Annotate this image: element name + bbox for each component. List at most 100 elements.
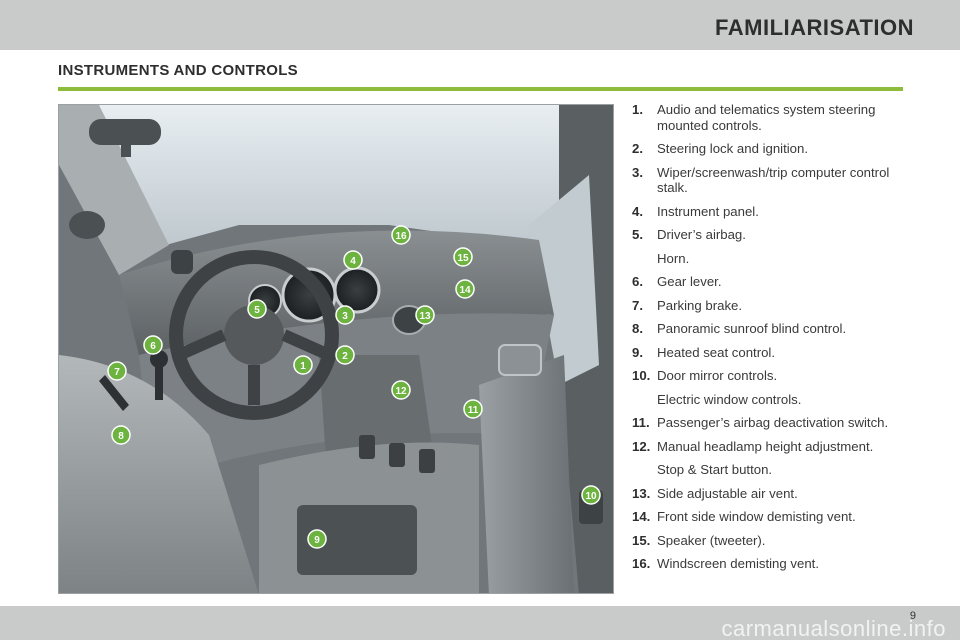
legend-item: 8. Panoramic sunroof blind control. (632, 321, 907, 337)
legend-number: 13. (632, 485, 651, 501)
legend-number: 2. (632, 141, 643, 156)
svg-text:12: 12 (395, 386, 407, 397)
legend-text: Windscreen demisting vent. (657, 556, 819, 571)
rear-view-mirror (89, 119, 161, 145)
legend-item: 6. Gear lever. (632, 274, 907, 290)
legend-subitem: Electric window controls. (657, 391, 802, 407)
pedal (359, 435, 375, 459)
dashboard-drawing: 1 2 3 4 5 6 7 8 9 10 11 12 13 14 15 16 (59, 105, 613, 593)
legend-number: 1. (632, 102, 643, 117)
marker-3: 3 (335, 305, 355, 325)
steering-hub (224, 305, 284, 365)
floor-mat (297, 505, 417, 575)
door-handle (498, 344, 542, 376)
legend-number: 10. (632, 368, 651, 383)
rev-counter-dial (333, 266, 381, 314)
legend-number: 5. (632, 227, 643, 242)
legend-text: Side adjustable air vent. (657, 485, 798, 501)
driver-seat (59, 355, 259, 593)
marker-2: 2 (335, 345, 355, 365)
parking-brake (99, 375, 129, 411)
legend-item: 14. Front side window demisting vent. (632, 509, 907, 525)
marker-16: 16 (391, 225, 411, 245)
legend-item: 4. Instrument panel. (632, 204, 907, 220)
svg-text:4: 4 (350, 256, 356, 267)
dashboard-illustration: 1 2 3 4 5 6 7 8 9 10 11 12 13 14 15 16 (58, 104, 614, 594)
side-mirror (69, 211, 105, 239)
svg-text:3: 3 (342, 311, 348, 322)
marker-12: 12 (391, 380, 411, 400)
svg-text:8: 8 (118, 431, 124, 442)
svg-text:16: 16 (395, 231, 407, 242)
legend-text: Passenger’s airbag deactivation switch. (657, 415, 889, 430)
legend-text: Heated seat control. (657, 344, 776, 360)
legend-text: Driver’s airbag. (657, 227, 746, 242)
legend-number: 7. (632, 297, 643, 313)
legend-text: Audio and telematics system steering mou… (657, 102, 876, 133)
marker-11: 11 (463, 399, 483, 419)
watermark[interactable]: carmanualsonline.info (721, 616, 946, 640)
legend-text: Front side window demisting vent. (657, 509, 856, 524)
legend-number: 15. (632, 532, 651, 548)
legend-item: 11. Passenger’s airbag deactivation switc… (632, 415, 907, 431)
callout-markers: 1 2 3 4 5 6 7 8 9 10 11 12 13 14 15 16 (107, 225, 601, 549)
svg-text:7: 7 (114, 367, 120, 378)
legend-text: Wiper/screenwash/trip computer control s… (657, 164, 890, 196)
legend-number: 16. (632, 556, 651, 571)
svg-text:13: 13 (419, 311, 431, 322)
svg-text:10: 10 (585, 491, 597, 502)
legend-subitem: Stop & Start button. (657, 462, 773, 477)
svg-text:5: 5 (254, 305, 260, 316)
legend-number: 12. (632, 438, 651, 454)
legend-number: 6. (632, 274, 643, 289)
legend-number: 4. (632, 203, 643, 219)
marker-10: 10 (581, 485, 601, 505)
legend-item: 12. Manual headlamp height adjustment. (632, 439, 907, 455)
svg-text:11: 11 (468, 405, 479, 416)
marker-14: 14 (455, 279, 475, 299)
controls-legend: 1. Audio and telematics system steering m… (632, 102, 907, 580)
legend-item: 10. Door mirror controls. (632, 368, 907, 384)
passenger-window (529, 175, 599, 385)
legend-text: Door mirror controls. (657, 368, 778, 383)
legend-text: Steering lock and ignition. (657, 141, 809, 156)
left-air-vent (171, 250, 193, 274)
legend-text: Gear lever. (657, 274, 722, 289)
legend-number: 11. (632, 415, 650, 430)
gear-lever (155, 360, 163, 400)
legend-item: 7. Parking brake. (632, 298, 907, 314)
door-panel (479, 355, 574, 593)
marker-4: 4 (343, 250, 363, 270)
footer-band (0, 606, 960, 640)
svg-text:2: 2 (342, 351, 348, 362)
legend-item: 16. Windscreen demisting vent. (632, 556, 907, 572)
legend-text: Manual headlamp height adjustment. (657, 438, 874, 454)
section-divider (58, 87, 903, 91)
steering-wheel (169, 250, 339, 420)
marker-5: 5 (247, 299, 267, 319)
legend-item: 3.Wiper/screenwash/trip computer control… (632, 165, 907, 196)
svg-text:1: 1 (300, 361, 306, 372)
windscreen (99, 105, 613, 265)
legend-item: 15.Speaker (tweeter). (632, 533, 907, 549)
legend-item: 9.Heated seat control. (632, 345, 907, 361)
legend-item: 2. Steering lock and ignition. (632, 141, 907, 157)
marker-1: 1 (293, 355, 313, 375)
legend-text: Instrument panel. (657, 203, 759, 219)
legend-text: Panoramic sunroof blind control. (657, 321, 847, 336)
svg-text:14: 14 (459, 285, 471, 296)
chapter-title: FAMILIARISATION (715, 15, 914, 40)
legend-number: 14. (632, 509, 651, 524)
svg-text:15: 15 (457, 253, 469, 264)
legend-text: Parking brake. (657, 297, 743, 313)
marker-15: 15 (453, 247, 473, 267)
section-title: INSTRUMENTS AND CONTROLS (58, 62, 298, 79)
marker-7: 7 (107, 361, 127, 381)
svg-text:9: 9 (314, 535, 320, 546)
svg-text:6: 6 (150, 341, 156, 352)
legend-number: 8. (632, 321, 643, 336)
page-number: 9 (909, 610, 916, 622)
marker-6: 6 (143, 335, 163, 355)
header-band: FAMILIARISATION (0, 0, 960, 50)
legend-item: 1. Audio and telematics system steering m… (632, 102, 907, 133)
